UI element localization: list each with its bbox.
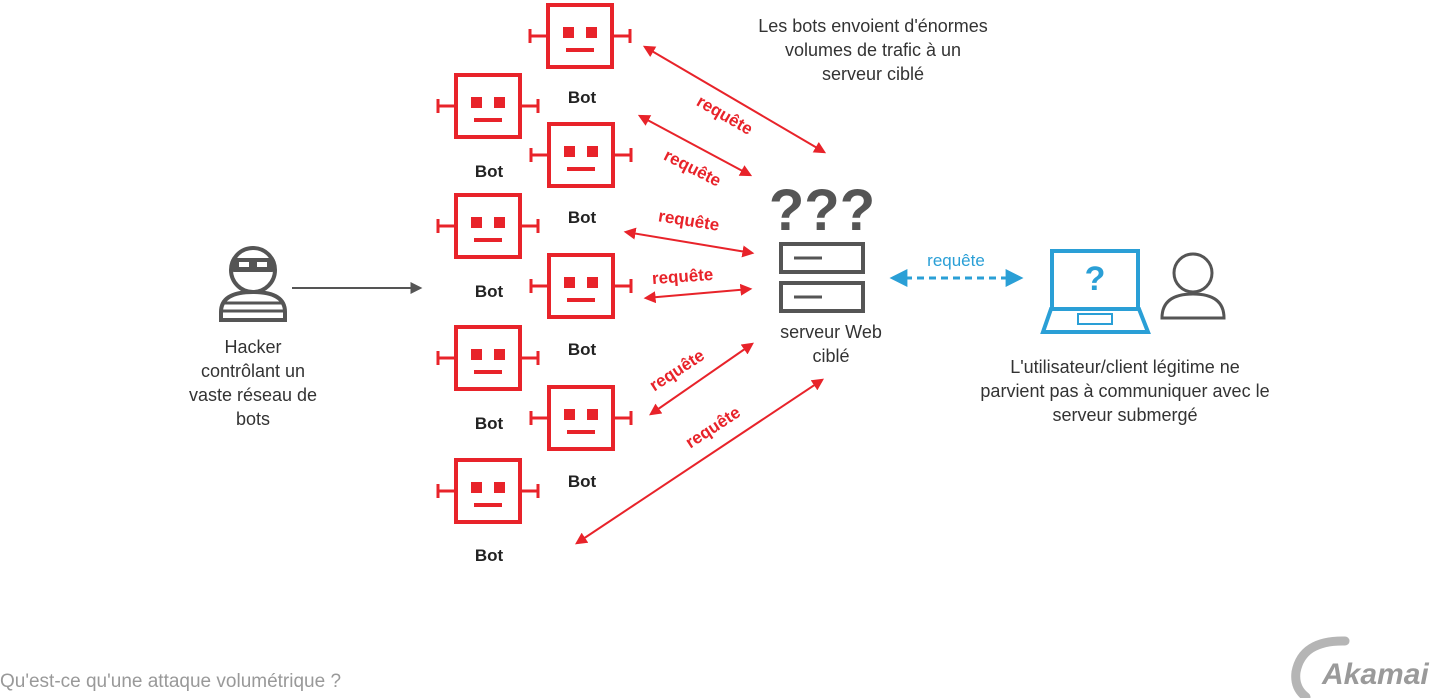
bot-label: Bot xyxy=(474,282,504,301)
bot-label: Bot xyxy=(474,546,504,565)
bot-label: Bot xyxy=(567,88,597,107)
request-label: requête xyxy=(682,403,744,452)
request-arrow xyxy=(623,227,755,258)
user-icon xyxy=(1160,252,1226,320)
client-request-label: requête xyxy=(927,251,985,270)
server-label: serveur Web ciblé xyxy=(780,322,882,366)
bot-label: Bot xyxy=(567,208,597,227)
akamai-logo: Akamai xyxy=(1322,658,1429,691)
bot-icon xyxy=(436,73,540,139)
page-caption: Qu'est-ce qu'une attaque volumétrique ? xyxy=(0,671,342,692)
hacker-label: Hacker contrôlant un vaste réseau de bot… xyxy=(188,337,318,429)
request-arrow xyxy=(575,378,824,545)
top-note: Les bots envoient d'énormes volumes de t… xyxy=(758,16,988,84)
bot-icon xyxy=(436,325,540,391)
bot-icon xyxy=(529,122,633,188)
request-label: requête xyxy=(657,206,721,234)
bot-icon xyxy=(529,385,633,451)
svg-text:?: ? xyxy=(1085,260,1106,298)
bot-label: Bot xyxy=(567,472,597,491)
bot-label: Bot xyxy=(567,340,597,359)
request-arrow xyxy=(643,283,753,304)
client-label: L'utilisateur/client légitime ne parvien… xyxy=(980,357,1270,425)
bot-label: Bot xyxy=(474,162,504,181)
bot-label: Bot xyxy=(474,414,504,433)
bot-icon xyxy=(436,193,540,259)
request-label: requête xyxy=(646,346,708,395)
laptop-icon: ? xyxy=(1040,249,1151,334)
bot-icon xyxy=(529,253,633,319)
request-label: requête xyxy=(651,265,714,288)
request-arrow xyxy=(642,45,827,154)
bot-icon xyxy=(528,3,632,69)
server-icon xyxy=(779,242,865,313)
akamai-logo-mark xyxy=(1291,636,1350,698)
hacker-icon xyxy=(219,246,287,322)
bot-icon xyxy=(436,458,540,524)
request-label: requête xyxy=(693,92,756,139)
request-label: requête xyxy=(661,146,724,191)
request-arrow xyxy=(637,114,753,177)
question-marks: ??? xyxy=(769,178,875,243)
